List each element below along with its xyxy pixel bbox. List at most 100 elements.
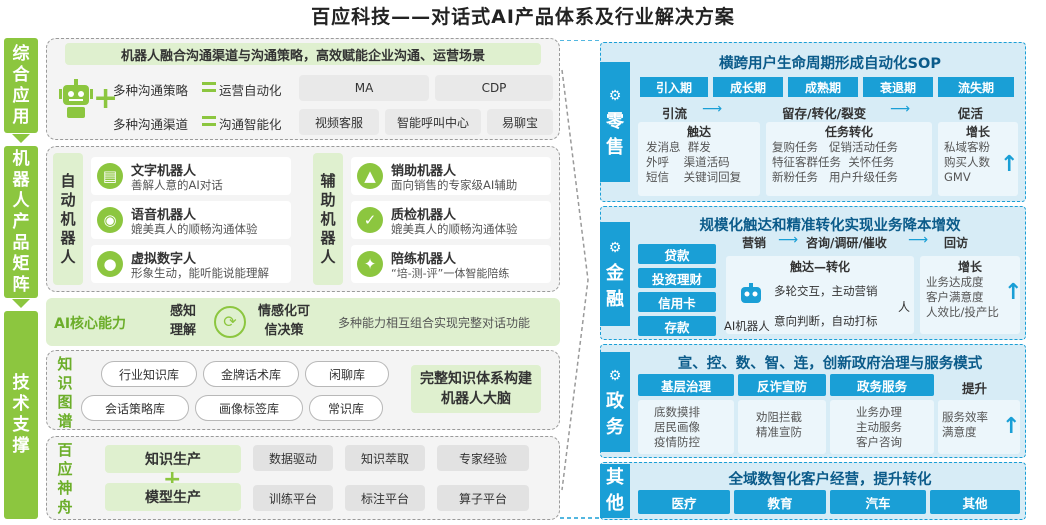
robot-icon — [59, 77, 93, 119]
application-header: 机器人融合沟通渠道与沟通策略，高效赋能企业沟通、运营场景 — [65, 43, 541, 65]
application-panel: 机器人融合沟通渠道与沟通策略，高效赋能企业沟通、运营场景 + 多种沟通策略 运营… — [46, 38, 560, 140]
gear-icon: ✦ — [357, 251, 383, 277]
gov-col: 服务效率 满意度 — [938, 400, 1020, 454]
flow-step: 引流 — [662, 106, 688, 121]
robot-desc: 善解人意的AI对话 — [131, 178, 223, 192]
retail-label: ⚙ 零售 — [600, 62, 630, 182]
retail-growth-box: 增长 私域客粉 购买人数 GMV — [938, 122, 1018, 196]
finance-product: 存款 — [638, 316, 716, 336]
other-item: 教育 — [734, 490, 826, 514]
robot-name: 语音机器人 — [131, 208, 197, 223]
list-item: ◉ 语音机器人 媲美真人的顺畅沟通体验 — [91, 201, 291, 239]
finance-icon: ⚙ — [608, 240, 622, 256]
presentation-icon: ▲ — [357, 163, 383, 189]
arrow-right-icon: ⟶ — [702, 101, 723, 117]
growth-arrow-icon: ↑ — [1000, 152, 1019, 177]
list-item: ▤ 文字机器人 善解人意的AI对话 — [91, 157, 291, 195]
check-icon: ✓ — [357, 207, 383, 233]
section-label-application: 综合应用 — [4, 38, 38, 133]
robot-desc: 媲美真人的顺畅沟通体验 — [131, 222, 258, 236]
gov-col: 劝阻拦截 精准宣防 — [738, 400, 826, 454]
retail-task-box: 任务转化 复购任务 促销活动任务 特征客群任务 关怀任务 新粉任务 用户升级任务 — [766, 122, 932, 196]
flow-step: 留存/转化/裂变 — [782, 106, 867, 121]
growth-arrow-icon: ↑ — [1004, 280, 1023, 305]
kg-item: 画像标签库 — [195, 395, 303, 421]
retail-touch-box: 触达 发消息 群发 外呼 渠道活码 短信 关键词回复 — [638, 122, 760, 196]
other-item: 汽车 — [830, 490, 926, 514]
kg-item: 行业知识库 — [101, 361, 197, 387]
tag-ma: MA — [299, 75, 429, 101]
knowledge-graph-panel: 知识图谱 行业知识库 金牌话术库 闲聊库 会话策略库 画像标签库 常识库 完整知… — [46, 350, 560, 430]
tag-video-service: 视频客服 — [299, 109, 379, 135]
tag-cdp: CDP — [435, 75, 553, 101]
gov-head: 反诈宣防 — [738, 374, 826, 396]
gov-col: 底数摸排 居民画像 疫情防控 — [638, 400, 734, 454]
robot-desc: 媲美真人的顺畅沟通体验 — [391, 222, 518, 236]
finance-product: 信用卡 — [638, 292, 716, 312]
person-label: 人 — [898, 300, 911, 314]
stage-chevron: 成熟期 — [788, 77, 858, 97]
growth-arrow-icon: ↑ — [1002, 414, 1021, 439]
kg-item: 金牌话术库 — [203, 361, 299, 387]
kg-item: 常识库 — [309, 395, 383, 421]
person-icon: ● — [97, 251, 123, 277]
tag-yiliaobao: 易聊宝 — [487, 109, 553, 135]
assist-robots-label: 辅助机器人 — [313, 153, 343, 285]
robot-desc: 面向销售的专家级AI辅助 — [391, 178, 518, 192]
retail-title: 横跨用户生命周期形成自动化SOP — [719, 56, 941, 72]
arrow-down-icon — [12, 134, 30, 143]
ai-core-label: AI核心能力 — [54, 316, 127, 332]
finance-title: 规模化触达和精准转化实现业务降本增效 — [699, 218, 961, 234]
shenzhou-item: 训练平台 — [253, 485, 333, 511]
robot-label: AI机器人 — [724, 319, 770, 333]
kg-item: 会话策略库 — [81, 395, 189, 421]
flow-step: 回访 — [944, 236, 969, 250]
robot-desc: 形象生动，能听能说能理解 — [131, 266, 269, 280]
equals-icon — [202, 82, 216, 92]
kg-label: 知识图谱 — [57, 355, 73, 430]
finance-product: 投资理财 — [638, 268, 716, 288]
tag-call-center: 智能呼叫中心 — [385, 109, 481, 135]
kg-item: 闲聊库 — [305, 361, 389, 387]
document-icon: ▤ — [97, 163, 123, 189]
knowledge-production: 知识生产 — [105, 445, 241, 473]
gov-head: 基层治理 — [638, 374, 734, 396]
stage-chevron: 成长期 — [713, 77, 783, 97]
finance-growth-box: 增长 业务达成度 客户满意度 人效比/投产比 — [920, 256, 1020, 334]
shenzhou-item: 数据驱动 — [253, 445, 333, 471]
intelligence-label: 沟通智能化 — [219, 117, 282, 132]
arrow-right-icon: ⟶ — [890, 101, 911, 117]
stage-chevron: 引入期 — [640, 77, 708, 97]
other-title: 全域数智化客户经营，提升转化 — [728, 472, 932, 488]
model-production: 模型生产 — [105, 483, 241, 511]
connector-lines — [560, 40, 600, 519]
channel-label: 多种沟通渠道 — [113, 117, 189, 132]
shenzhou-label: 百应神舟 — [57, 441, 73, 516]
ai-core-decision: 情感化可信决策 — [257, 304, 310, 338]
list-item: ● 虚拟数字人 形象生动，能听能说能理解 — [91, 245, 291, 283]
section-label-matrix: 机器人产品矩阵 — [4, 146, 38, 298]
robot-icon — [738, 282, 764, 312]
finance-label: ⚙ 金融 — [600, 222, 630, 326]
ai-core-perception: 感知理解 — [169, 304, 196, 338]
gov-icon: ⚙ — [608, 368, 622, 384]
list-item: ✦ 陪练机器人 “培-测-评”一体智能陪练 — [351, 245, 551, 283]
auto-robots-label: 自动机器人 — [53, 153, 83, 285]
automation-label: 运营自动化 — [219, 83, 282, 98]
robot-name: 陪练机器人 — [391, 252, 457, 267]
shenzhou-panel: 百应神舟 知识生产 + 模型生产 数据驱动 知识萃取 专家经验 训练平台 标注平… — [46, 436, 560, 520]
section-label-tech: 技术支撑 — [4, 311, 38, 519]
equals-icon — [202, 116, 216, 126]
retail-icon: ⚙ — [608, 88, 622, 104]
plus-icon: + — [93, 81, 119, 116]
strategy-label: 多种沟通策略 — [113, 83, 189, 98]
kg-result: 完整知识体系构建机器人大脑 — [411, 365, 541, 413]
robot-matrix-panel: 自动机器人 辅助机器人 ▤ 文字机器人 善解人意的AI对话 ◉ 语音机器人 媲美… — [46, 146, 560, 292]
shenzhou-item: 知识萃取 — [345, 445, 425, 471]
shenzhou-item: 算子平台 — [437, 485, 529, 511]
flow-step: 营销 — [742, 236, 767, 250]
finance-center-line: 意向判断，自动打标 — [774, 314, 878, 328]
finance-product: 贷款 — [638, 244, 716, 264]
arrow-right-icon: ⟶ — [778, 232, 799, 248]
gov-label: ⚙ 政务 — [600, 352, 630, 452]
